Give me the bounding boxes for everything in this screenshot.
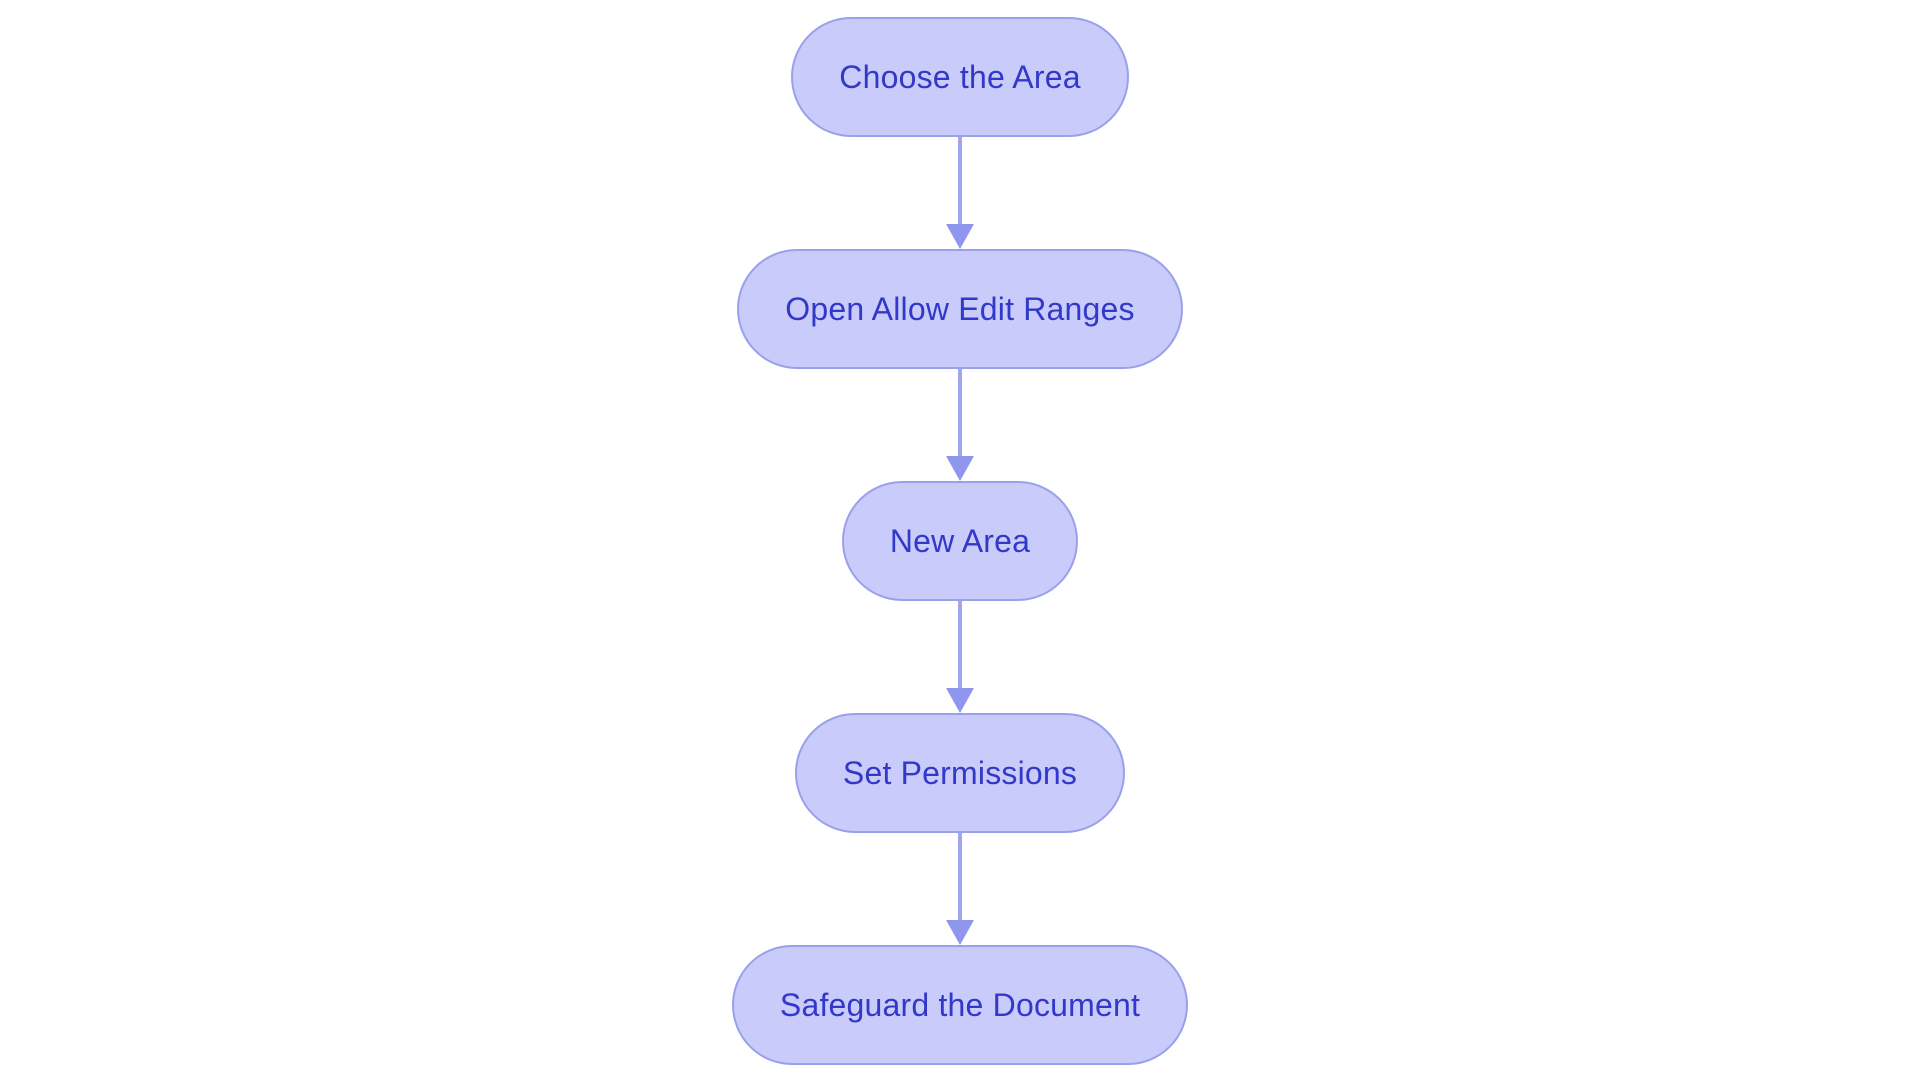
arrow-down-icon <box>946 920 974 945</box>
flow-node-label: Open Allow Edit Ranges <box>785 290 1135 327</box>
flow-node-safeguard-document: Safeguard the Document <box>731 945 1189 1065</box>
flow-node-label: Set Permissions <box>842 754 1078 791</box>
flow-node-label: Safeguard the Document <box>779 986 1141 1023</box>
arrow-down-icon <box>946 224 974 249</box>
flow-arrow-4 <box>946 833 974 945</box>
flow-node-open-allow-edit-ranges: Open Allow Edit Ranges <box>737 249 1183 369</box>
arrow-line <box>958 137 962 224</box>
arrow-line <box>958 369 962 456</box>
arrow-line <box>958 833 962 920</box>
flow-node-label: Choose the Area <box>839 58 1081 95</box>
flow-node-choose-area: Choose the Area <box>791 17 1129 137</box>
flow-arrow-2 <box>946 369 974 481</box>
arrow-line <box>958 601 962 688</box>
flow-node-set-permissions: Set Permissions <box>794 713 1126 833</box>
flow-arrow-3 <box>946 601 974 713</box>
flow-node-new-area: New Area <box>841 481 1079 601</box>
flow-node-label: New Area <box>889 522 1031 559</box>
arrow-down-icon <box>946 688 974 713</box>
flow-arrow-1 <box>946 137 974 249</box>
arrow-down-icon <box>946 456 974 481</box>
